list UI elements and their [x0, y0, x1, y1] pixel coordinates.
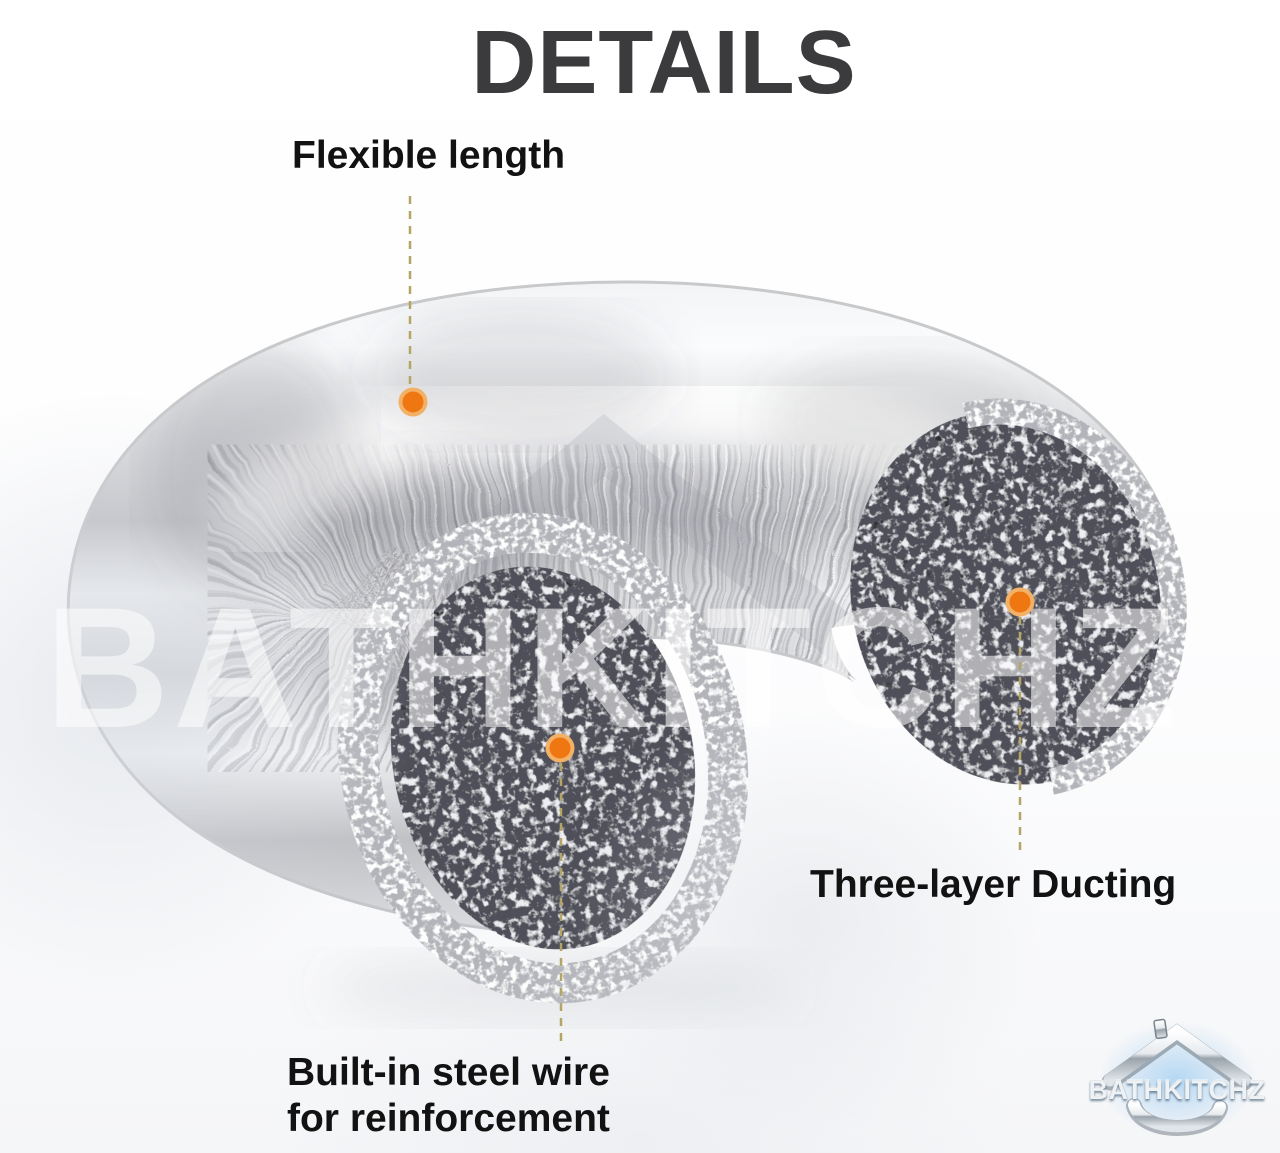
swoosh-icon — [1126, 1098, 1228, 1136]
roof-icon — [1101, 1018, 1253, 1091]
watermark-text: BATHKITCHZ — [45, 572, 1181, 764]
brand-logo: BATHKITCHZ — [1066, 999, 1280, 1153]
callout-label-flexible-length: Flexible length — [292, 134, 566, 177]
callout-label-built-in: Built-in steel wire for reinforcement — [287, 1050, 610, 1142]
right-opening-rim — [837, 398, 1187, 798]
front-opening-rim — [337, 512, 749, 1004]
callout-label-built-in-line2: for reinforcement — [287, 1097, 610, 1141]
page-title: DETAILS — [471, 13, 857, 113]
callout-label-three-layer: Three-layer Ducting — [810, 863, 1177, 906]
callout-label-built-in-line1: Built-in steel wire — [287, 1051, 610, 1094]
front-opening — [337, 512, 749, 1004]
logo-art — [1101, 1018, 1253, 1136]
logo-text: BATHKITCHZ — [1088, 1075, 1266, 1105]
